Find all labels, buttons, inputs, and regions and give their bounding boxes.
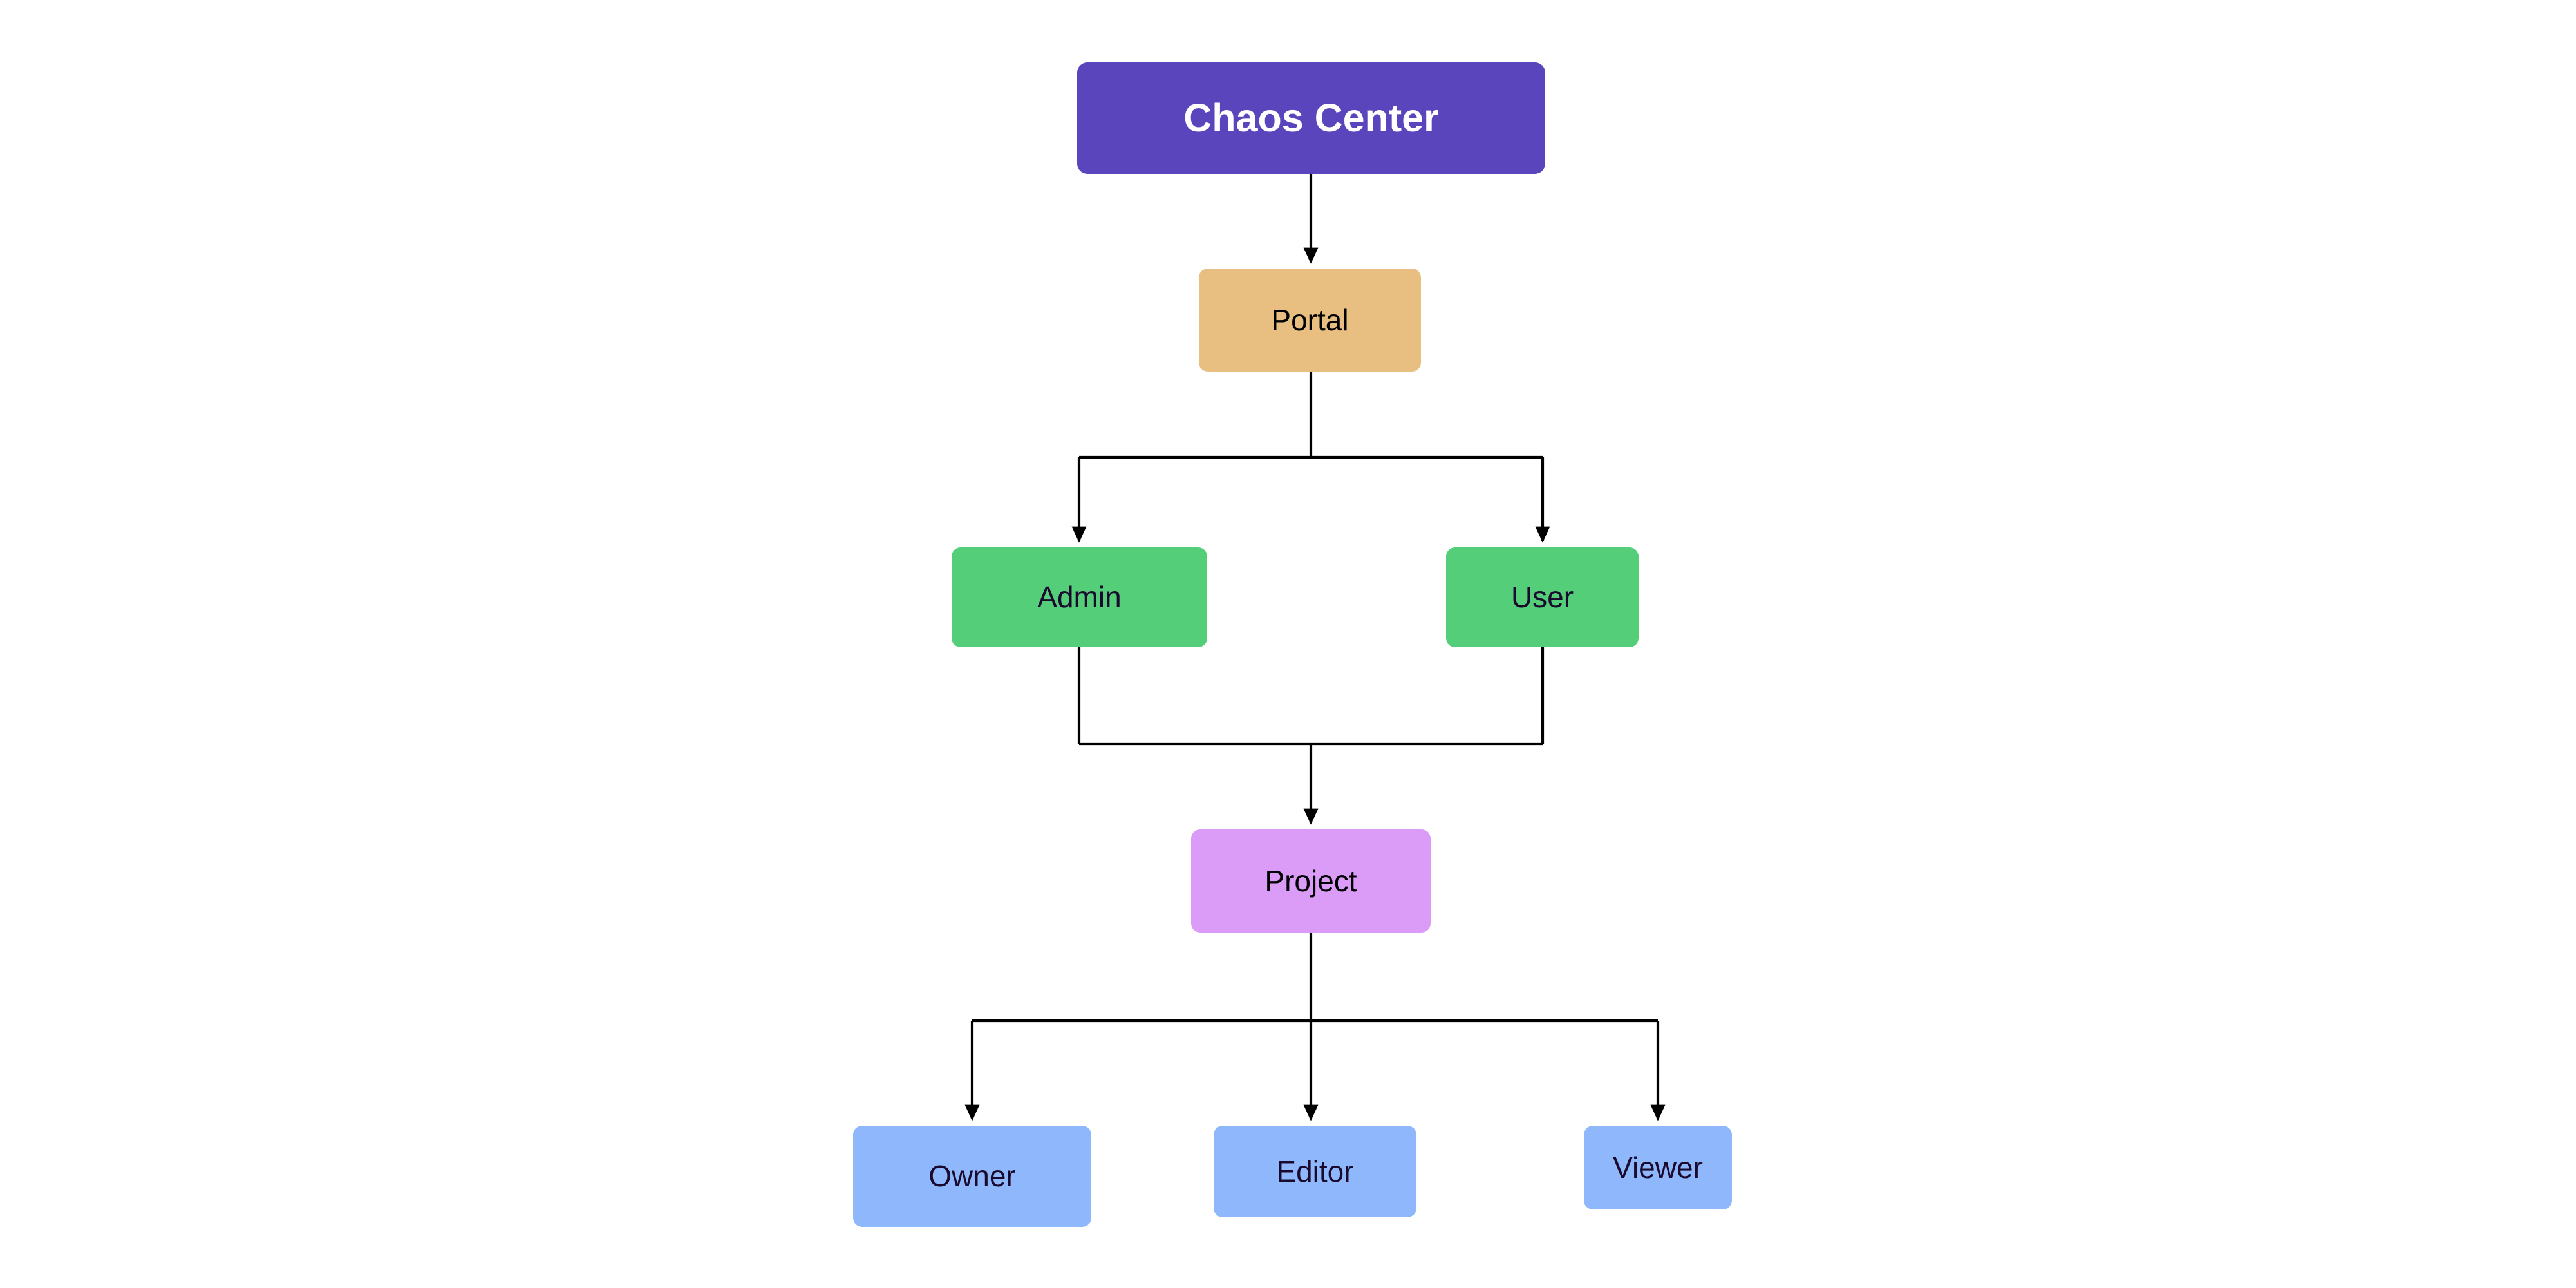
node-chaos-center-label: Chaos Center: [1183, 96, 1439, 140]
node-chaos-center[interactable]: Chaos Center: [1077, 62, 1545, 174]
node-admin[interactable]: Admin: [952, 547, 1207, 647]
node-portal[interactable]: Portal: [1199, 269, 1421, 372]
node-admin-label: Admin: [1037, 580, 1122, 614]
node-editor-label: Editor: [1276, 1154, 1354, 1188]
node-viewer[interactable]: Viewer: [1584, 1126, 1732, 1209]
node-user-label: User: [1510, 580, 1574, 614]
node-editor[interactable]: Editor: [1214, 1126, 1416, 1217]
node-user[interactable]: User: [1446, 547, 1639, 647]
node-owner[interactable]: Owner: [853, 1126, 1091, 1227]
node-project[interactable]: Project: [1191, 829, 1431, 933]
node-viewer-label: Viewer: [1613, 1150, 1703, 1184]
node-portal-label: Portal: [1271, 303, 1349, 337]
node-owner-label: Owner: [928, 1159, 1016, 1193]
node-project-label: Project: [1264, 864, 1357, 898]
